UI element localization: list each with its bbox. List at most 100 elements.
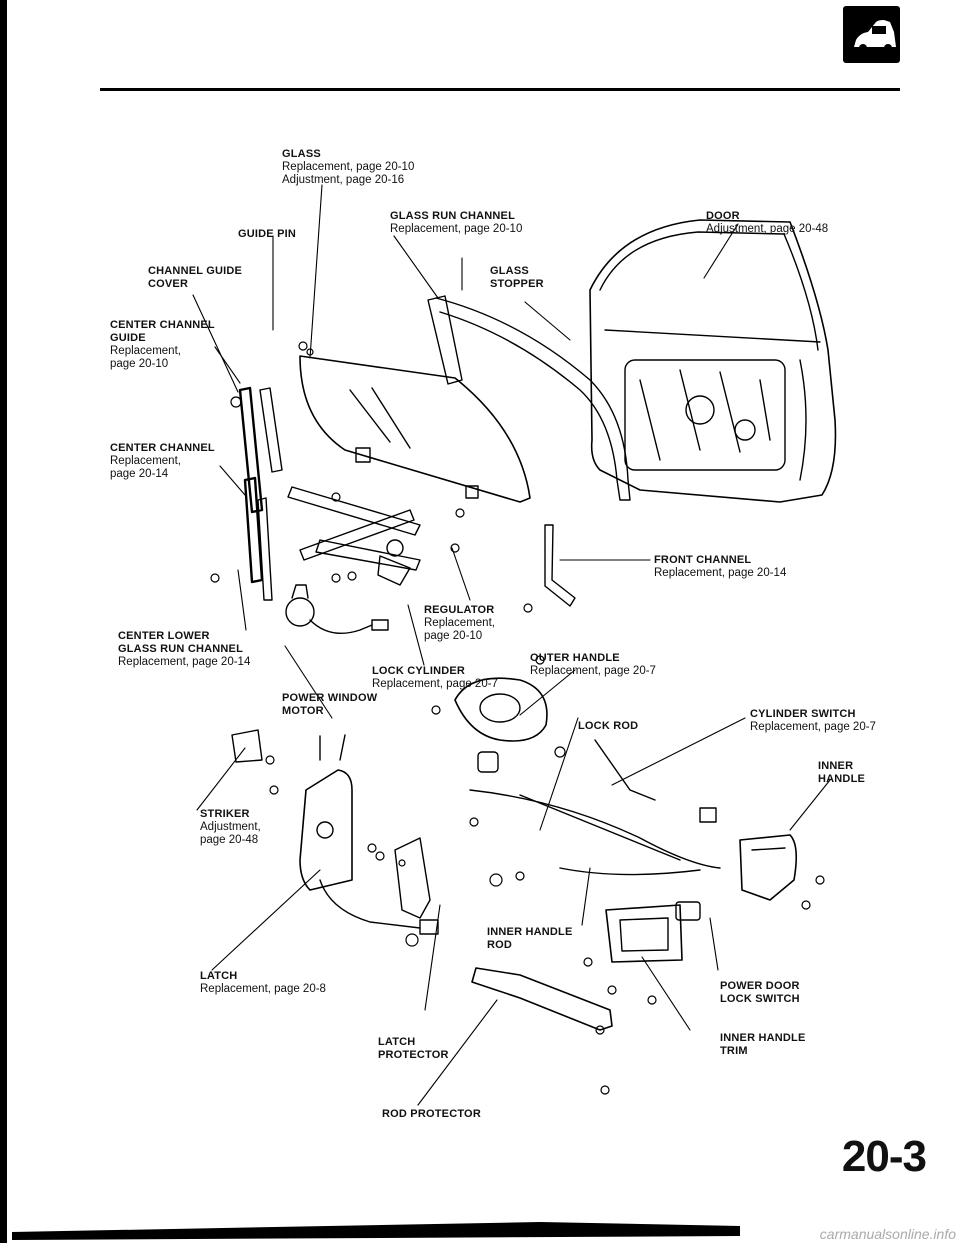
label-lock-cylinder: LOCK CYLINDER Replacement, page 20-7 bbox=[372, 665, 498, 691]
page-number: 20-3 bbox=[841, 1132, 927, 1181]
label-cylinder-switch: CYLINDER SWITCH Replacement, page 20-7 bbox=[750, 708, 876, 734]
label-striker-ref1: Adjustment, bbox=[200, 821, 261, 833]
label-center-channel-guide-ref2: page 20-10 bbox=[110, 358, 169, 370]
window-regulator bbox=[287, 486, 421, 586]
label-glass-stopper-line1: GLASS bbox=[490, 265, 529, 277]
label-center-lower-glass-run-channel: CENTER LOWER GLASS RUN CHANNEL Replaceme… bbox=[118, 630, 250, 669]
label-lock-rod: LOCK ROD bbox=[578, 720, 638, 733]
label-latch-protector: LATCH PROTECTOR bbox=[378, 1036, 449, 1062]
front-channel-part bbox=[544, 524, 576, 607]
label-rod-protector: ROD PROTECTOR bbox=[382, 1108, 481, 1121]
power-door-lock-switch-part bbox=[675, 901, 701, 921]
label-glass-replacement: Replacement, page 20-10 bbox=[282, 161, 415, 173]
label-center-lower-line2: GLASS RUN CHANNEL bbox=[118, 643, 244, 655]
label-cylinder-switch-ref: Replacement, page 20-7 bbox=[750, 721, 876, 733]
latch-part bbox=[299, 734, 439, 935]
label-center-channel-guide-line2: GUIDE bbox=[110, 332, 146, 344]
fasteners bbox=[210, 341, 825, 1095]
watermark: carmanualsonline.info bbox=[819, 1226, 956, 1242]
label-striker-name: STRIKER bbox=[200, 808, 250, 820]
label-front-channel-ref: Replacement, page 20-14 bbox=[654, 567, 787, 579]
label-cylinder-switch-name: CYLINDER SWITCH bbox=[750, 708, 856, 720]
label-latch-name: LATCH bbox=[200, 970, 238, 982]
label-glass-adjustment: Adjustment, page 20-16 bbox=[282, 174, 405, 186]
label-outer-handle: OUTER HANDLE Replacement, page 20-7 bbox=[530, 652, 656, 678]
label-inner-handle-trim-line2: TRIM bbox=[720, 1045, 748, 1057]
center-channels bbox=[238, 386, 283, 601]
car-body-icon bbox=[843, 6, 900, 63]
inner-handle-trim-part bbox=[605, 904, 683, 963]
power-window-motor-part bbox=[285, 584, 389, 634]
label-power-window-motor-line2: MOTOR bbox=[282, 705, 324, 717]
label-inner-handle-trim: INNER HANDLE TRIM bbox=[720, 1032, 806, 1058]
label-center-channel-ref1: Replacement, bbox=[110, 455, 181, 467]
left-binding-bar bbox=[0, 0, 7, 1243]
label-center-channel-guide: CENTER CHANNEL GUIDE Replacement, page 2… bbox=[110, 319, 215, 371]
label-center-channel-guide-ref1: Replacement, bbox=[110, 345, 181, 357]
label-lock-cylinder-ref: Replacement, page 20-7 bbox=[372, 678, 498, 690]
label-door: DOOR Adjustment, page 20-48 bbox=[706, 210, 828, 236]
leader-lines bbox=[192, 184, 831, 1106]
label-striker-ref2: page 20-48 bbox=[200, 834, 259, 846]
rod-protector-part bbox=[471, 967, 613, 1031]
label-glass-run-channel-ref: Replacement, page 20-10 bbox=[390, 223, 523, 235]
label-center-lower-ref: Replacement, page 20-14 bbox=[118, 656, 251, 668]
label-glass-stopper: GLASS STOPPER bbox=[490, 265, 544, 291]
label-latch-protector-line1: LATCH bbox=[378, 1036, 416, 1048]
striker-part bbox=[231, 729, 263, 763]
label-power-door-lock-switch-line2: LOCK SWITCH bbox=[720, 993, 800, 1005]
label-inner-handle-line2: HANDLE bbox=[818, 773, 866, 785]
footer-bar bbox=[12, 1222, 740, 1240]
label-inner-handle: INNER HANDLE bbox=[818, 760, 865, 786]
glass-run-channel bbox=[427, 295, 631, 501]
cylinder-switch-part bbox=[594, 739, 717, 823]
label-outer-handle-name: OUTER HANDLE bbox=[530, 652, 620, 664]
label-glass-name: GLASS bbox=[282, 148, 321, 160]
label-center-channel-name: CENTER CHANNEL bbox=[110, 442, 215, 454]
label-glass-run-channel: GLASS RUN CHANNEL Replacement, page 20-1… bbox=[390, 210, 522, 236]
label-door-name: DOOR bbox=[706, 210, 740, 222]
label-front-channel-name: FRONT CHANNEL bbox=[654, 554, 752, 566]
label-glass-stopper-line2: STOPPER bbox=[490, 278, 544, 290]
door-rods bbox=[469, 789, 721, 876]
label-guide-pin: GUIDE PIN bbox=[238, 228, 296, 241]
label-rod-protector-name: ROD PROTECTOR bbox=[382, 1108, 481, 1120]
label-inner-handle-rod-line2: ROD bbox=[487, 939, 513, 951]
label-lock-rod-name: LOCK ROD bbox=[578, 720, 639, 732]
label-channel-guide-cover-line2: COVER bbox=[148, 278, 189, 290]
label-channel-guide-cover: CHANNEL GUIDE COVER bbox=[148, 265, 242, 291]
label-center-lower-line1: CENTER LOWER bbox=[118, 630, 210, 642]
label-guide-pin-name: GUIDE PIN bbox=[238, 228, 297, 240]
label-lock-cylinder-name: LOCK CYLINDER bbox=[372, 665, 466, 677]
label-latch: LATCH Replacement, page 20-8 bbox=[200, 970, 326, 996]
label-glass-run-channel-name: GLASS RUN CHANNEL bbox=[390, 210, 516, 222]
inner-handle-part bbox=[739, 834, 798, 901]
label-power-door-lock-switch-line1: POWER DOOR bbox=[720, 980, 800, 992]
label-regulator-ref1: Replacement, bbox=[424, 617, 495, 629]
door-glass bbox=[299, 355, 531, 503]
label-latch-protector-line2: PROTECTOR bbox=[378, 1049, 449, 1061]
label-front-channel: FRONT CHANNEL Replacement, page 20-14 bbox=[654, 554, 786, 580]
label-center-channel-ref2: page 20-14 bbox=[110, 468, 169, 480]
header-rule bbox=[100, 88, 900, 91]
label-power-window-motor-line1: POWER WINDOW bbox=[282, 692, 378, 704]
label-striker: STRIKER Adjustment, page 20-48 bbox=[200, 808, 261, 847]
label-door-ref: Adjustment, page 20-48 bbox=[706, 223, 829, 235]
label-center-channel-guide-line1: CENTER CHANNEL bbox=[110, 319, 215, 331]
label-inner-handle-trim-line1: INNER HANDLE bbox=[720, 1032, 806, 1044]
label-regulator-name: REGULATOR bbox=[424, 604, 495, 616]
outer-handle-part bbox=[454, 677, 548, 773]
label-inner-handle-line1: INNER bbox=[818, 760, 854, 772]
label-inner-handle-rod: INNER HANDLE ROD bbox=[487, 926, 573, 952]
label-inner-handle-rod-line1: INNER HANDLE bbox=[487, 926, 573, 938]
label-center-channel: CENTER CHANNEL Replacement, page 20-14 bbox=[110, 442, 215, 481]
label-outer-handle-ref: Replacement, page 20-7 bbox=[530, 665, 656, 677]
label-channel-guide-cover-line1: CHANNEL GUIDE bbox=[148, 265, 243, 277]
label-power-door-lock-switch: POWER DOOR LOCK SWITCH bbox=[720, 980, 800, 1006]
label-latch-ref: Replacement, page 20-8 bbox=[200, 983, 326, 995]
latch-protector-part bbox=[394, 837, 431, 919]
label-regulator-ref2: page 20-10 bbox=[424, 630, 483, 642]
label-regulator: REGULATOR Replacement, page 20-10 bbox=[424, 604, 495, 643]
label-power-window-motor: POWER WINDOW MOTOR bbox=[282, 692, 377, 718]
